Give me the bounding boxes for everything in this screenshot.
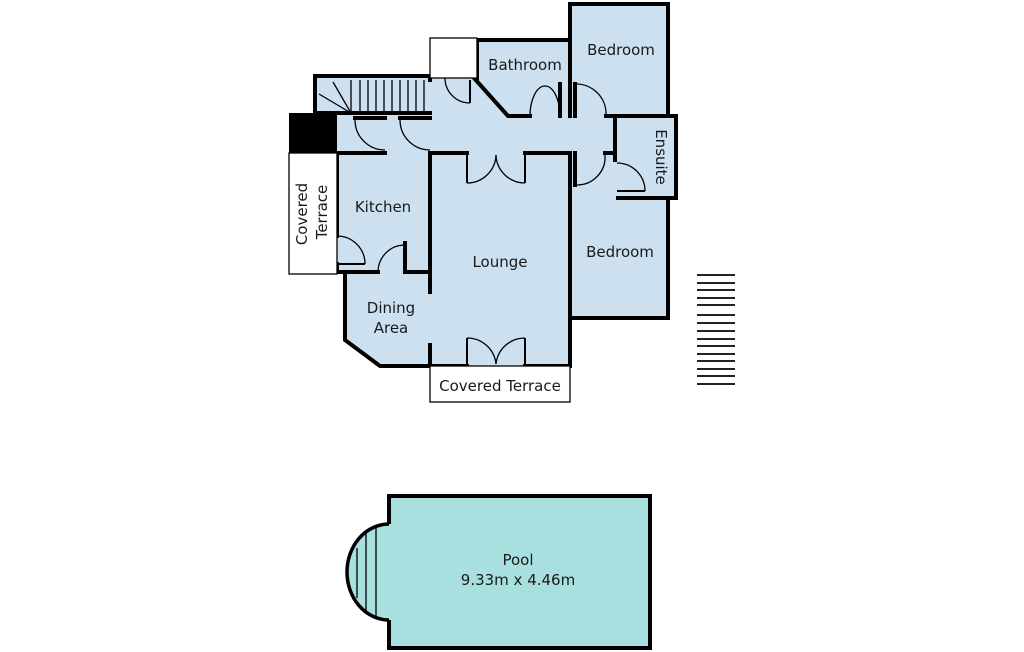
label-bedroom-2: Bedroom [586,243,654,261]
label-dining-line1: Dining [367,299,415,317]
room-fills [315,4,676,366]
label-ensuite: Ensuite [652,129,670,185]
label-lounge: Lounge [472,253,527,271]
walls [289,2,678,368]
covered-terraces [288,37,571,403]
label-covered-terrace-side-2: Terrace [313,185,331,241]
label-covered-terrace-side-1: Covered [293,183,311,245]
label-pool-dimensions: 9.33m x 4.46m [461,571,575,589]
label-bathroom: Bathroom [488,56,562,74]
label-kitchen: Kitchen [355,198,411,216]
doors [336,77,646,366]
label-covered-terrace-front: Covered Terrace [439,377,561,395]
label-pool: Pool [502,551,533,569]
label-dining-line2: Area [374,319,409,337]
label-bedroom-1: Bedroom [587,41,655,59]
pool [345,494,652,650]
external-steps [697,274,735,385]
internal-stairs [318,80,425,114]
